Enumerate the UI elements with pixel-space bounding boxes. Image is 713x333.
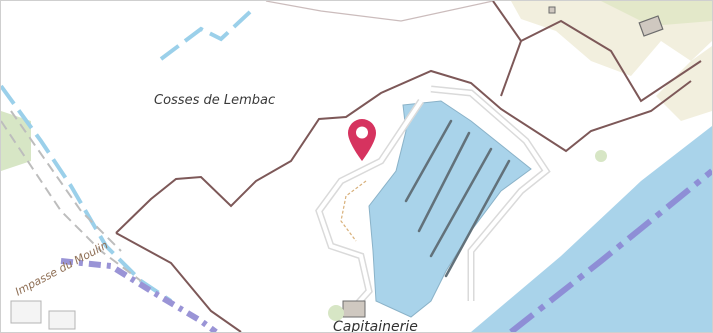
boundary-line-north-b xyxy=(500,40,522,97)
marina-basin xyxy=(368,100,532,318)
building-poi xyxy=(342,300,366,318)
railway-b xyxy=(10,110,122,252)
place-label: Cosses de Lembac xyxy=(154,93,276,108)
marina-road-edge xyxy=(430,87,549,301)
boundary-line-south xyxy=(115,232,242,332)
boundary-line-north xyxy=(492,1,702,103)
vegetation-patch xyxy=(601,1,712,26)
building-block-1 xyxy=(10,300,42,324)
tree-cluster-east xyxy=(595,150,607,162)
stream xyxy=(159,9,253,61)
building-block-2 xyxy=(48,310,76,330)
boundary-line xyxy=(115,69,692,234)
marina-road-inner-edge xyxy=(316,99,423,313)
river xyxy=(471,126,712,332)
boundary-line-nw xyxy=(265,1,494,22)
location-pin-icon[interactable] xyxy=(345,117,379,163)
river-centerline xyxy=(509,168,712,332)
building-small xyxy=(548,6,556,14)
land-area-east xyxy=(656,46,712,121)
footpath xyxy=(340,180,367,242)
building xyxy=(638,15,664,37)
pontoons xyxy=(404,119,511,278)
railway xyxy=(1,120,142,282)
tree-cluster xyxy=(328,305,344,321)
location-pin-shape xyxy=(348,119,376,161)
railway-c xyxy=(60,258,218,332)
stream-west xyxy=(1,84,173,303)
poi-label: Capitainerie xyxy=(333,319,418,333)
